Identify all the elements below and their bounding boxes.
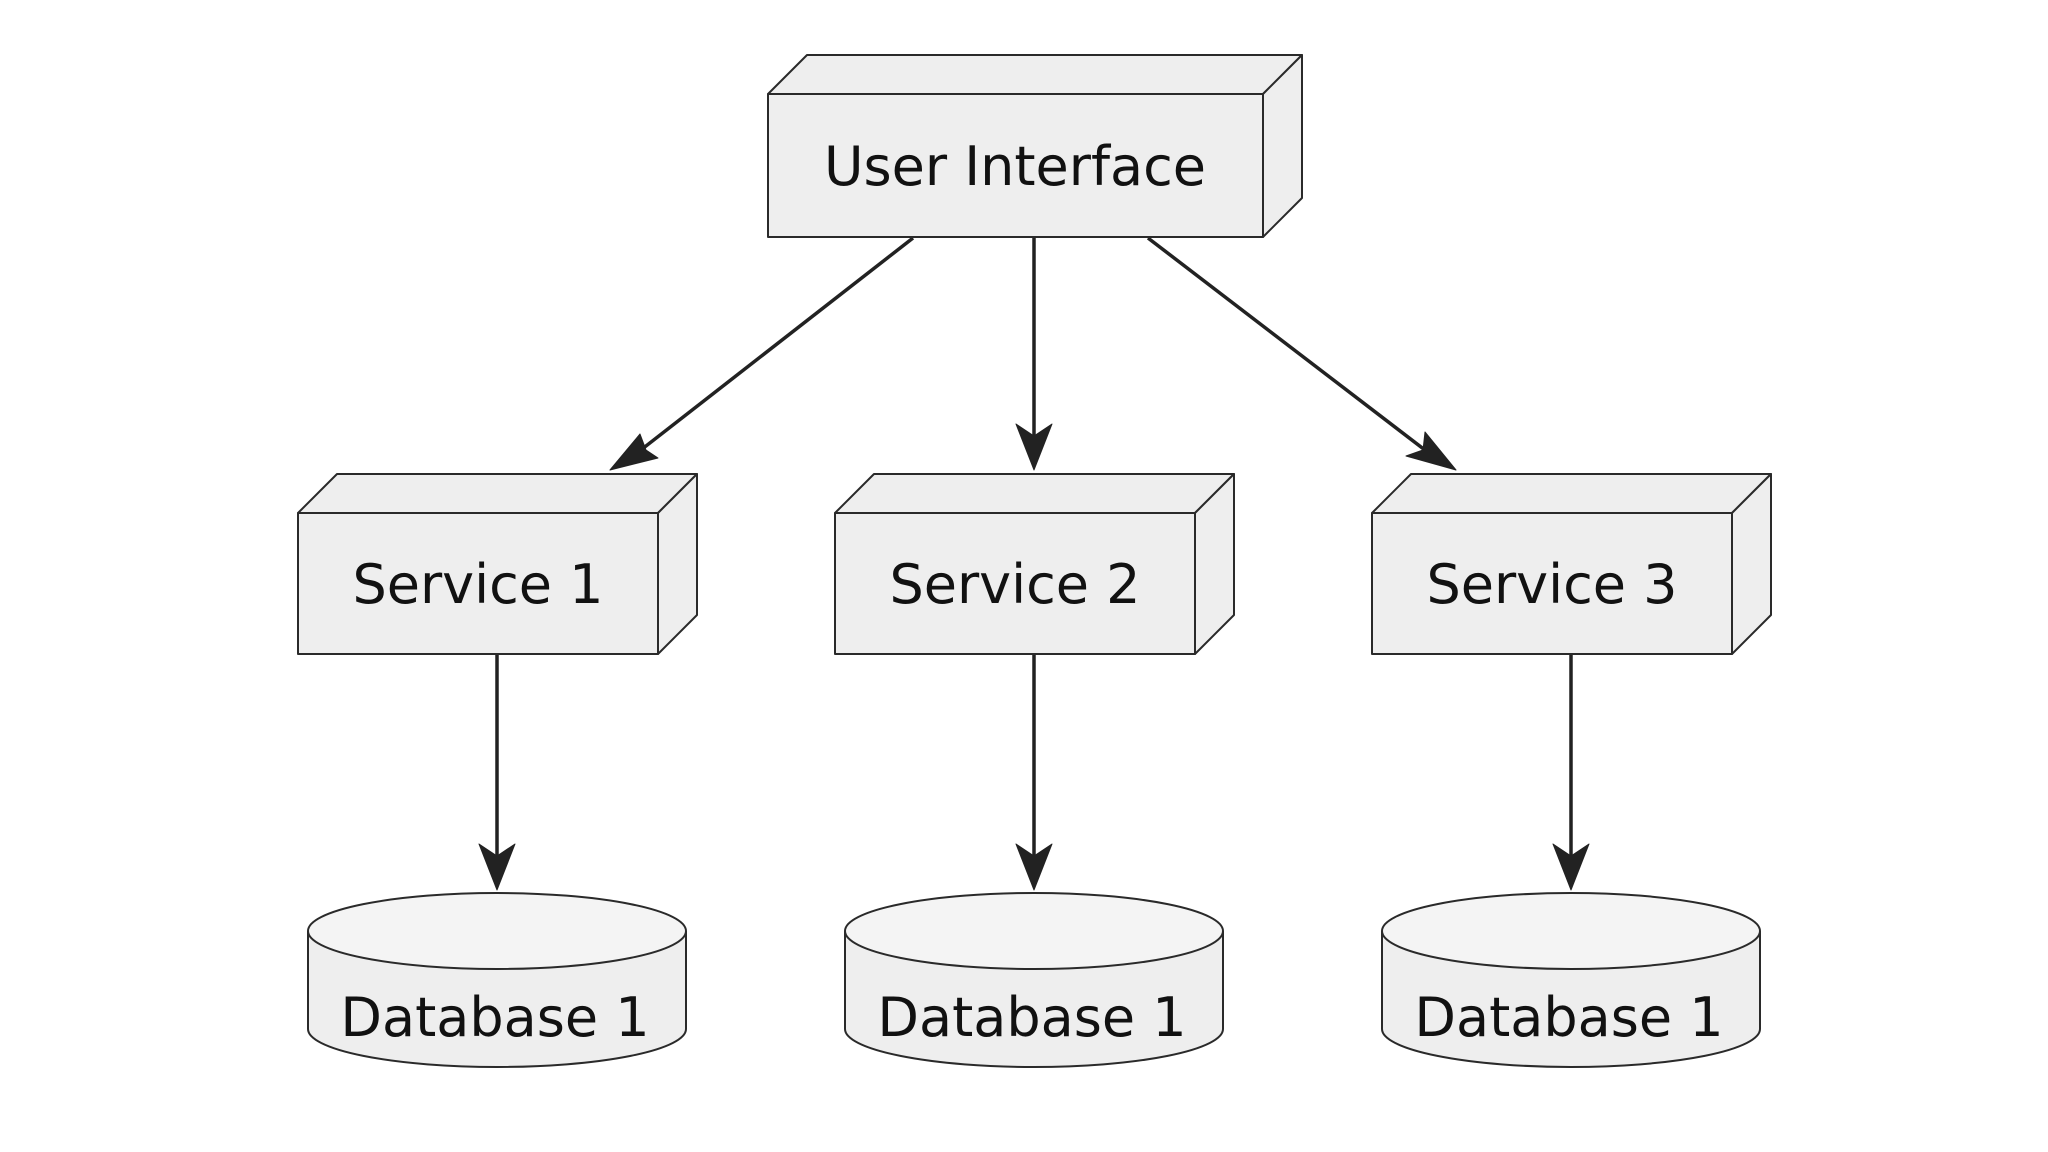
node-database-middle: Database 1 [844, 892, 1224, 1068]
node-label-service-1: Service 1 [352, 553, 603, 616]
node-database-right: Database 1 [1381, 892, 1761, 1068]
node-label-user-interface: User Interface [824, 135, 1206, 198]
edge-ui-to-service1 [609, 236, 915, 471]
node-label-service-2: Service 2 [889, 553, 1140, 616]
node-label-database-middle: Database 1 [877, 986, 1186, 1049]
edge-ui-to-service3 [1146, 236, 1457, 471]
node-label-service-3: Service 3 [1426, 553, 1677, 616]
node-service-3: Service 3 [1371, 473, 1772, 655]
edge-ui-to-service2 [1015, 238, 1053, 471]
edge-service1-to-db1 [478, 653, 516, 891]
node-service-2: Service 2 [834, 473, 1235, 655]
node-database-left: Database 1 [307, 892, 687, 1068]
node-service-1: Service 1 [297, 473, 698, 655]
node-label-database-right: Database 1 [1414, 986, 1723, 1049]
node-label-database-left: Database 1 [340, 986, 649, 1049]
node-user-interface: User Interface [767, 54, 1303, 238]
edge-service2-to-db2 [1015, 653, 1053, 891]
edge-service3-to-db3 [1552, 653, 1590, 891]
